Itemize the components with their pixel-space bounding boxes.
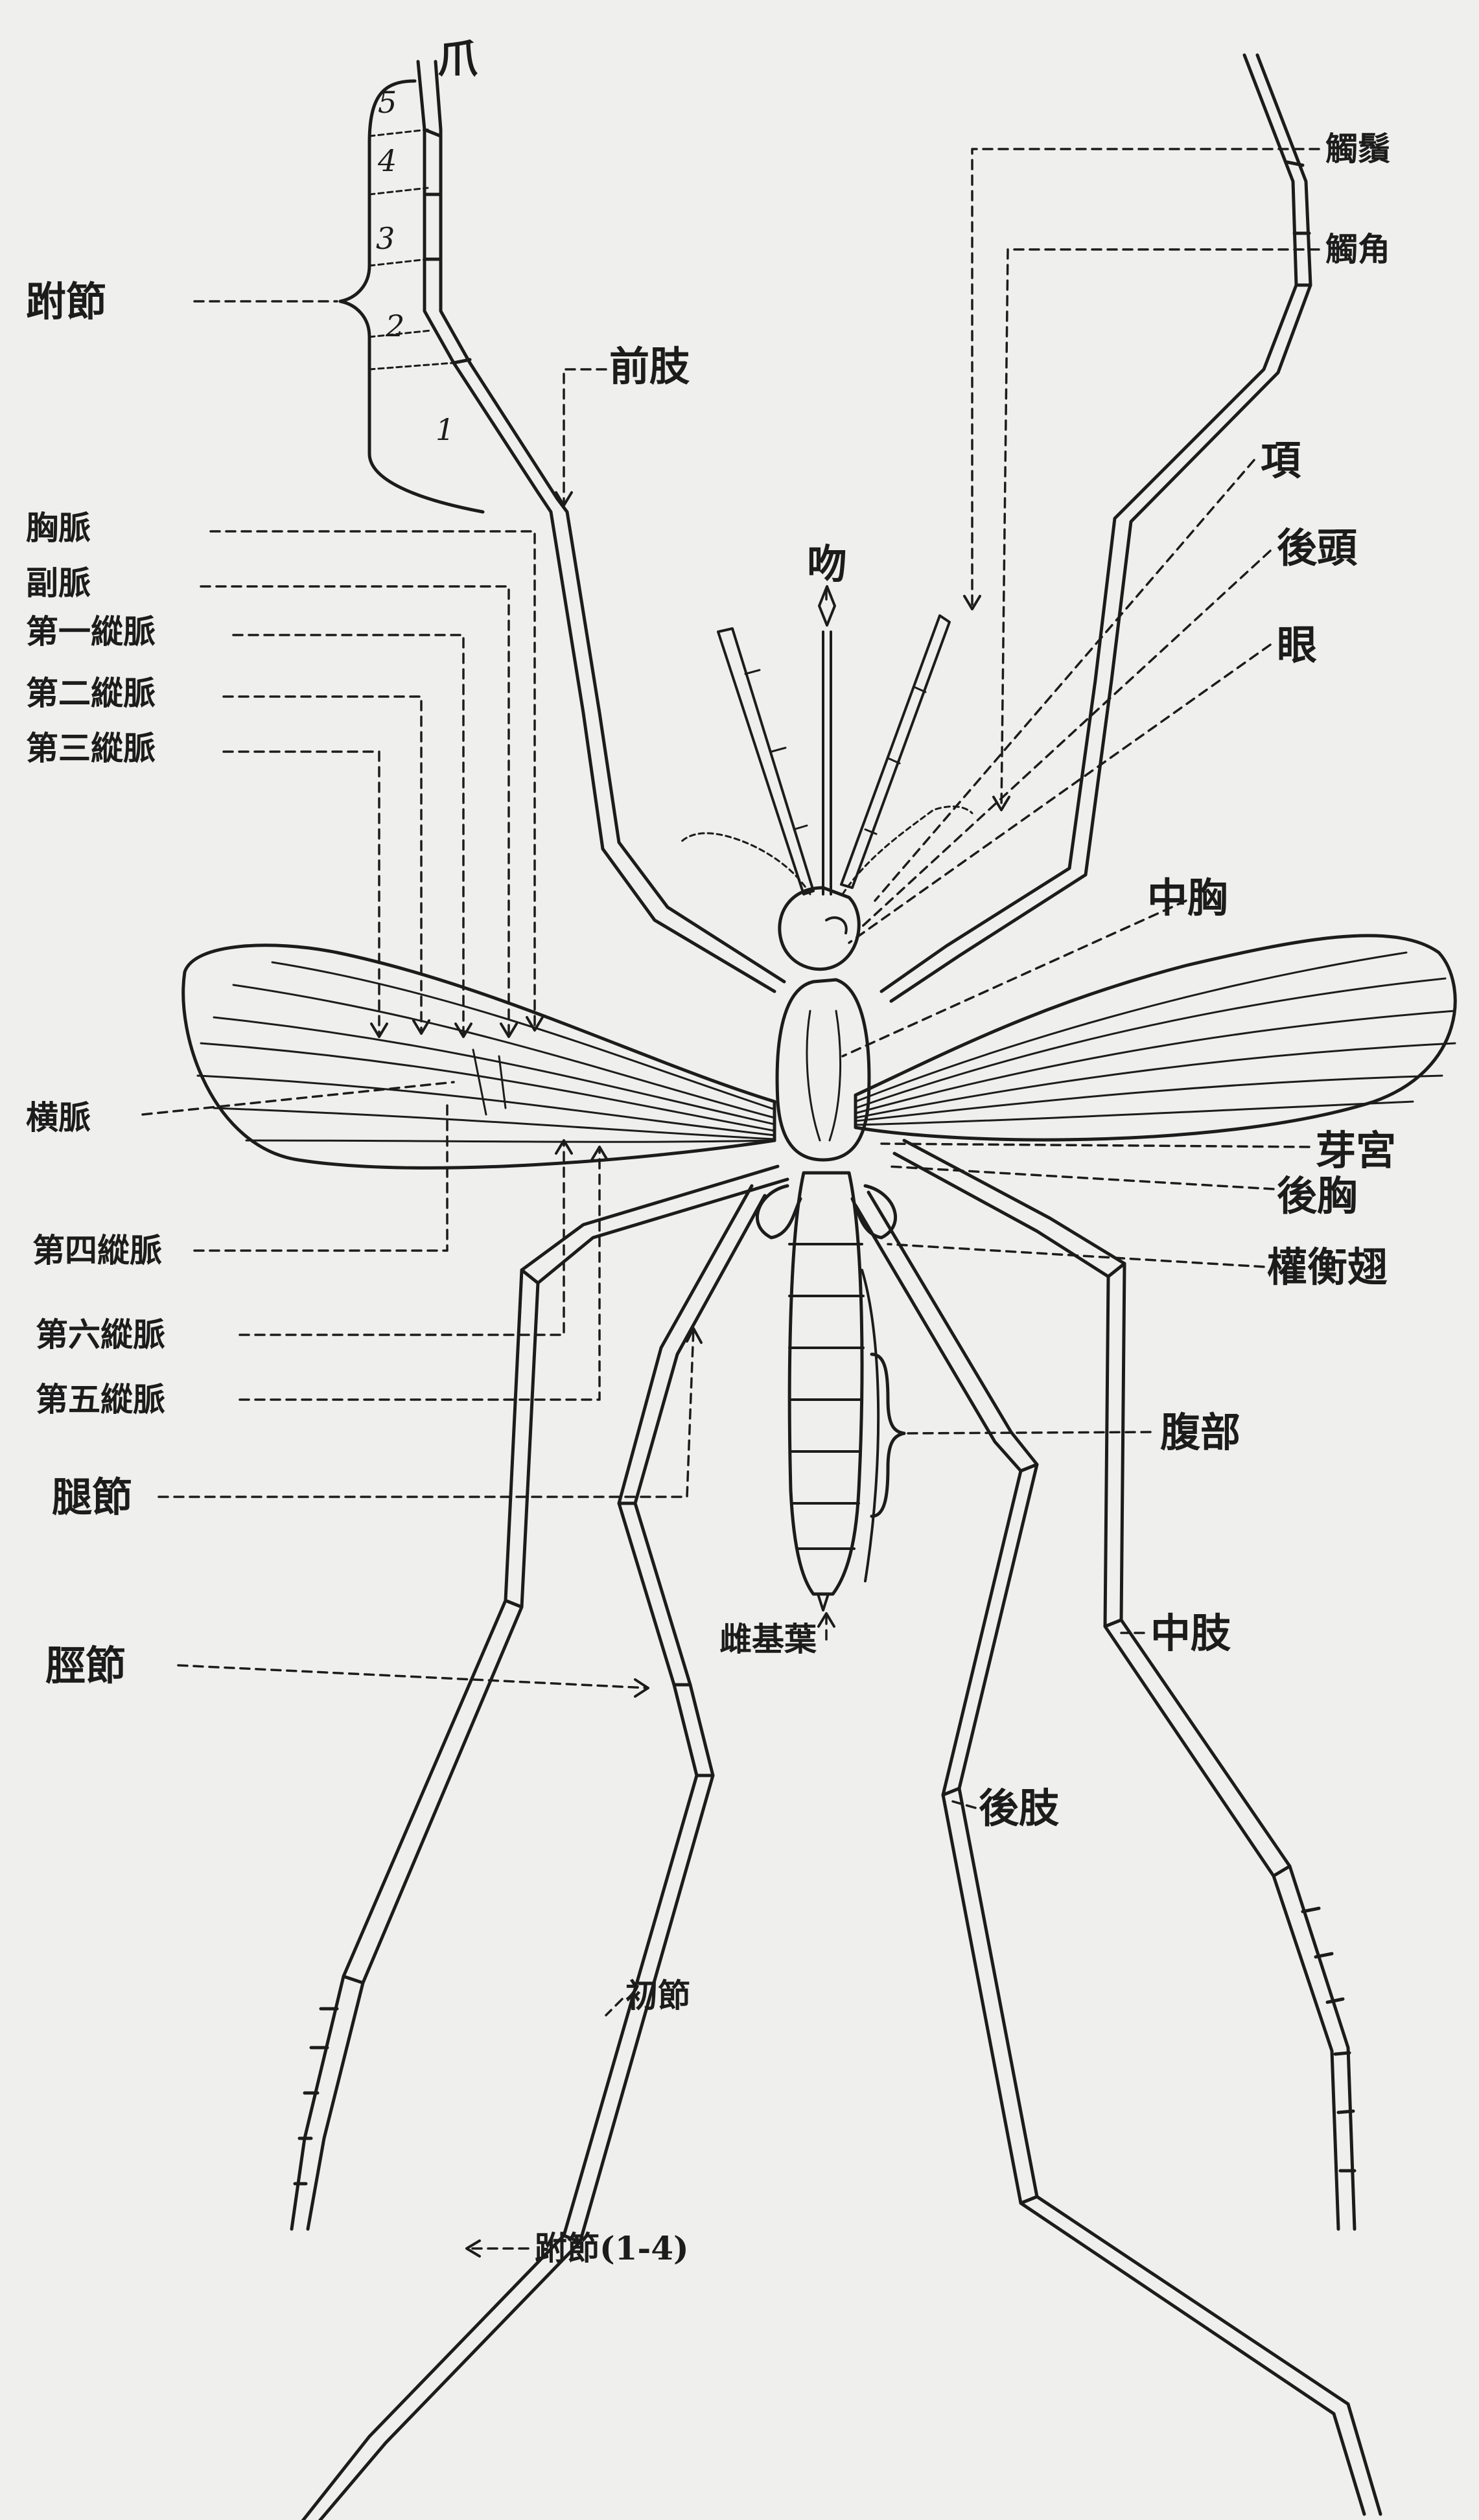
label-tarsus-number-3: 3 <box>376 224 395 253</box>
label-claw: 爪 <box>437 39 478 79</box>
right-foreleg <box>881 55 1310 1001</box>
leader-lines <box>143 149 1319 2248</box>
label-tarsus-segments: 跗節(1-4) <box>535 2232 689 2265</box>
label-occiput: 後頭 <box>1277 528 1357 568</box>
label-first-longitudinal-vein: 第一縱脈 <box>26 616 156 648</box>
label-hindleg: 後肢 <box>979 1788 1059 1829</box>
label-fourth-longitudinal-vein: 第四縱脈 <box>32 1234 162 1267</box>
label-metathorax: 後胸 <box>1277 1176 1357 1216</box>
label-ovipositor: 雌基葉 <box>719 1623 817 1656</box>
label-midleg: 中肢 <box>1150 1613 1231 1654</box>
left-wing <box>183 945 774 1168</box>
proboscis <box>819 586 835 894</box>
label-antenna: 觸角 <box>1325 233 1390 266</box>
label-first-tarsomere: 初節 <box>625 1980 690 2012</box>
label-tarsus-number-2: 2 <box>386 311 404 341</box>
left-midleg <box>292 1166 787 2229</box>
label-costa: 胸脈 <box>26 512 91 544</box>
label-crossvein: 横脈 <box>26 1102 91 1134</box>
left-foreleg <box>418 62 784 991</box>
label-haltere: 權衡翅 <box>1267 1247 1388 1288</box>
left-hindleg <box>246 1186 765 2520</box>
head <box>780 888 859 969</box>
arrowheads <box>371 492 1009 2256</box>
label-sixth-longitudinal-vein: 第六縱脈 <box>36 1319 165 1351</box>
label-tarsus-number-4: 4 <box>378 146 397 176</box>
label-subcosta: 副脈 <box>26 567 91 599</box>
label-abdomen: 腹部 <box>1160 1413 1240 1453</box>
label-tibia: 脛節 <box>45 1646 126 1686</box>
label-second-longitudinal-vein: 第二縱脈 <box>26 677 156 710</box>
label-tarsus-number-5: 5 <box>378 87 397 117</box>
halteres <box>757 1186 895 1238</box>
label-tarsus-number-1: 1 <box>436 415 454 445</box>
thorax <box>777 980 869 1160</box>
label-nape: 項 <box>1261 441 1301 481</box>
right-midleg <box>894 1140 1355 2229</box>
label-foreleg: 前肢 <box>609 347 690 387</box>
label-third-longitudinal-vein: 第三縱脈 <box>26 732 156 765</box>
right-hindleg <box>856 1192 1380 2514</box>
label-mesothorax: 中胸 <box>1147 878 1228 918</box>
label-palp: 觸鬚 <box>1325 133 1390 165</box>
abdomen <box>789 1173 878 1610</box>
label-fifth-longitudinal-vein: 第五縱脈 <box>36 1383 165 1416</box>
label-scutellum: 芽宮 <box>1316 1131 1396 1171</box>
palps <box>718 616 949 894</box>
antennae <box>681 807 972 894</box>
label-proboscis: 吻 <box>807 544 847 584</box>
label-tarsus: 跗節 <box>26 282 106 322</box>
tarsus-brace <box>340 81 483 512</box>
label-eye: 眼 <box>1277 625 1317 665</box>
label-femur: 腿節 <box>52 1477 132 1518</box>
